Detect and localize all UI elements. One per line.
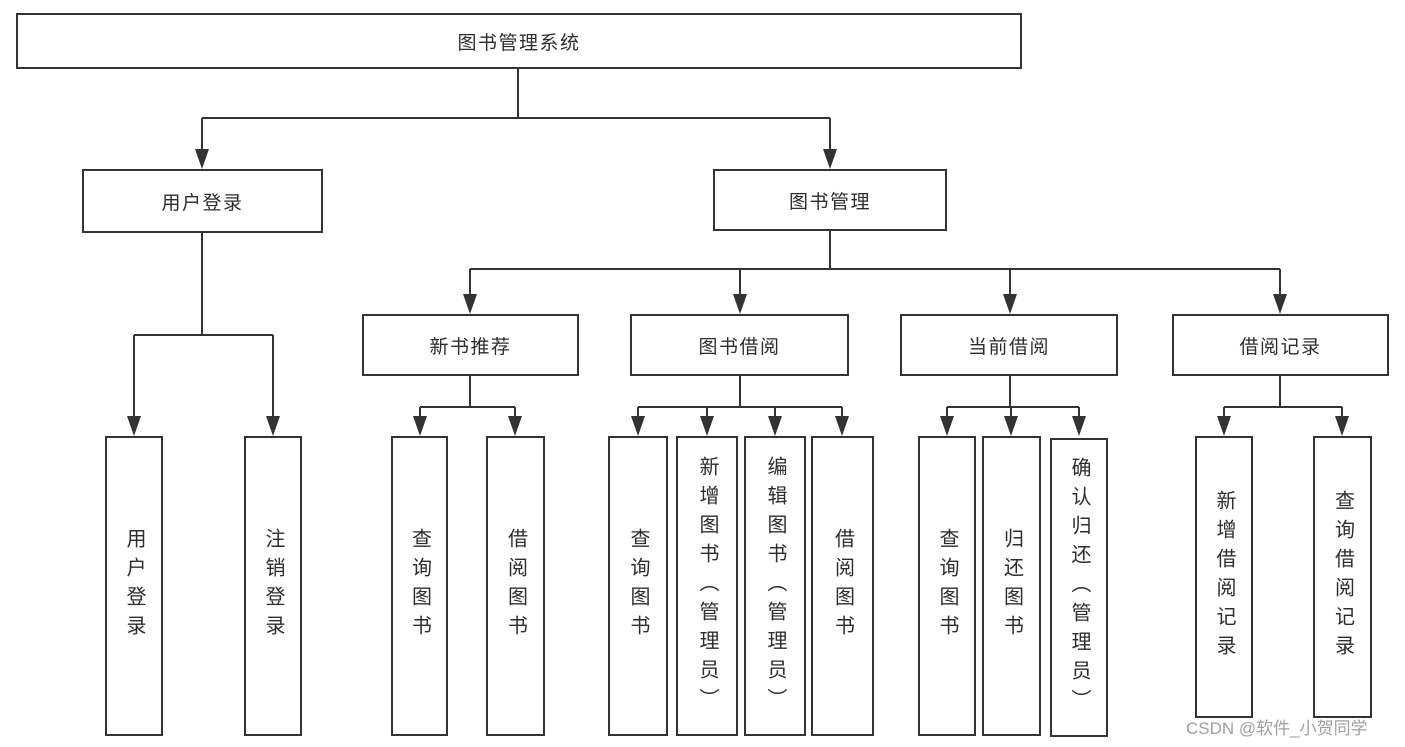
leaf-newbook-borrow-books: 借阅图书 [486, 436, 545, 736]
leaf-logout-login: 注销登录 [244, 436, 302, 736]
node-label: 注销登录 [262, 528, 284, 644]
leaf-user-login: 用户登录 [105, 436, 163, 736]
csdn-watermark: CSDN @软件_小贺同学 [1186, 719, 1368, 738]
node-library-management-system: 图书管理系统 [16, 13, 1022, 69]
node-label: 图书管理系统 [457, 32, 581, 54]
node-label: 查询图书 [936, 528, 958, 644]
leaf-borrow-add-books-admin: 新增图书（管理员） [676, 436, 738, 736]
node-label: 新书推荐 [429, 336, 512, 358]
node-label: 查询图书 [627, 528, 649, 644]
node-label: 借阅记录 [1239, 336, 1322, 358]
node-label: 借阅图书 [831, 528, 854, 644]
leaf-records-add-record: 新增借阅记录 [1195, 436, 1253, 718]
node-label: 新增借阅记录 [1213, 490, 1235, 664]
leaf-borrow-query-books: 查询图书 [608, 436, 668, 736]
node-label: 查询图书 [408, 528, 431, 644]
leaf-current-return-books: 归还图书 [982, 436, 1041, 736]
node-book-borrow: 图书借阅 [630, 314, 849, 376]
node-label: 归还图书 [1000, 528, 1023, 644]
leaf-current-query-books: 查询图书 [918, 436, 976, 736]
node-borrow-records: 借阅记录 [1172, 314, 1389, 376]
node-label: 当前借阅 [967, 336, 1050, 358]
node-label: 用户登录 [123, 528, 145, 644]
node-label: 图书管理 [788, 191, 871, 213]
leaf-newbook-query-books: 查询图书 [391, 436, 448, 736]
leaf-records-query-record: 查询借阅记录 [1313, 436, 1372, 718]
node-label: 新增图书（管理员） [696, 455, 718, 717]
leaf-borrow-borrow-books: 借阅图书 [811, 436, 874, 736]
node-label: 编辑图书（管理员） [764, 455, 786, 717]
node-label: 查询借阅记录 [1331, 490, 1354, 664]
node-current-borrow: 当前借阅 [900, 314, 1118, 376]
node-label: 借阅图书 [504, 528, 527, 644]
node-label: 确认归还（管理员） [1068, 457, 1090, 718]
node-new-book-recommend: 新书推荐 [362, 314, 579, 376]
node-label: 用户登录 [161, 192, 244, 214]
node-book-management: 图书管理 [713, 169, 947, 231]
node-label: 图书借阅 [698, 336, 781, 358]
node-user-login: 用户登录 [82, 169, 323, 233]
leaf-current-confirm-return-admin: 确认归还（管理员） [1050, 438, 1108, 737]
leaf-borrow-edit-books-admin: 编辑图书（管理员） [744, 436, 806, 736]
